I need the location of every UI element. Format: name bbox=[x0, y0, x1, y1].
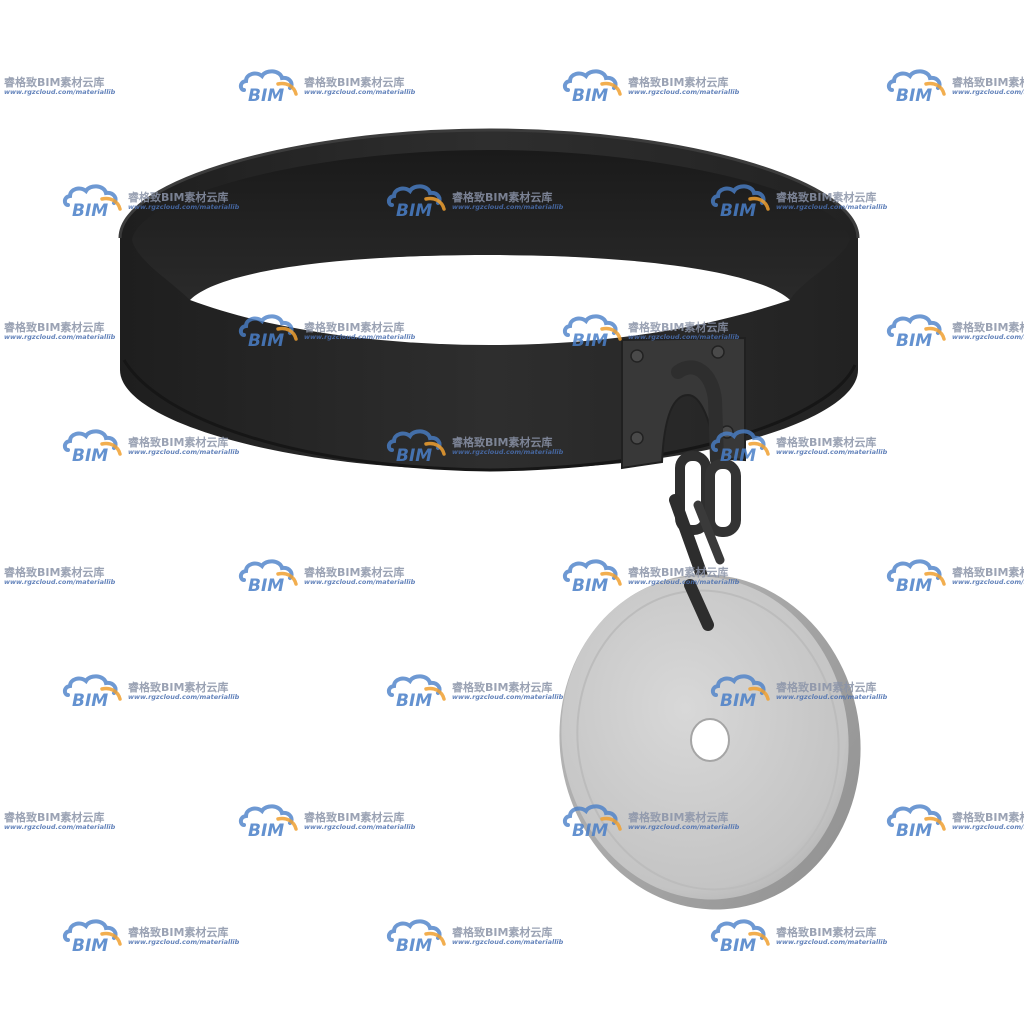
disc-inner-ring bbox=[576, 589, 840, 891]
strap-lower-edge bbox=[122, 359, 857, 472]
rivet bbox=[630, 431, 644, 445]
rivet bbox=[630, 349, 644, 363]
rivet bbox=[711, 345, 725, 359]
strap-inner-surface bbox=[132, 150, 850, 300]
disc-hole bbox=[690, 718, 730, 762]
chain-link bbox=[693, 500, 725, 565]
strap-top-rim bbox=[118, 128, 860, 239]
chain bbox=[669, 451, 741, 626]
chain-link bbox=[684, 579, 714, 631]
hanging-disc bbox=[559, 574, 861, 910]
strap-ring bbox=[118, 128, 860, 472]
bracket-hook bbox=[671, 360, 724, 467]
chain-link bbox=[705, 459, 741, 537]
strap-inner-opening bbox=[190, 255, 790, 345]
